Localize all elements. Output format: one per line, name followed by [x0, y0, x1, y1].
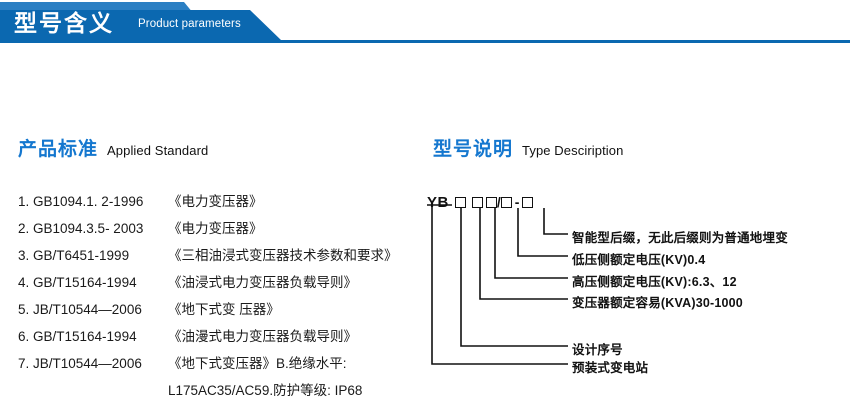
code-separator-slash: / [496, 194, 501, 210]
standard-code: 4. GB/T15164-1994 [18, 275, 137, 290]
code-box-lv-voltage [500, 196, 512, 208]
page-content: 产品标准 Applied Standard 1. GB1094.1. 2-1996… [0, 46, 850, 412]
type-description-heading-cn: 型号说明 [433, 139, 514, 160]
diagram-label-prefab-substation: 预装式变电站 [572, 361, 649, 375]
banner-underline-rule [0, 40, 850, 43]
standard-name: 《油漫式电力变压器负载导则》 [168, 329, 357, 344]
standard-code: 5. JB/T10544—2006 [18, 302, 142, 317]
banner-title: 型号含义 [14, 10, 114, 36]
standard-code: 6. GB/T15164-1994 [18, 329, 137, 344]
diagram-label-lv-voltage: 低压侧额定电压(KV)0.4 [572, 253, 706, 267]
model-code-string: YB / - [427, 192, 534, 212]
code-box-capacity-2 [485, 196, 497, 208]
list-item: 5. JB/T10544—2006 《地下式变 压器》 [18, 298, 428, 325]
leader-line-capacity [479, 208, 568, 300]
code-separator-dash: - [514, 194, 520, 210]
standard-code: 2. GB1094.3.5- 2003 [18, 221, 144, 236]
list-item: 6. GB/T15164-1994 《油漫式电力变压器负载导则》 [18, 325, 428, 352]
standard-code: 3. GB/T6451-1999 [18, 248, 130, 263]
standard-name: 《电力变压器》 [168, 221, 263, 236]
list-item-continuation: L175AC35/AC59.防护等级: IP68 [18, 379, 428, 406]
standard-code: 1. GB1094.1. 2-1996 [18, 194, 144, 209]
standard-name: L175AC35/AC59.防护等级: IP68 [168, 383, 363, 398]
list-item: 1. GB1094.1. 2-1996 《电力变压器》 [18, 190, 428, 217]
list-item: 3. GB/T6451-1999 《三相油浸式变压器技术参数和要求》 [18, 244, 428, 271]
page-header-banner: 型号含义 Product parameters [0, 0, 850, 46]
applied-standard-heading-en: Applied Standard [107, 143, 209, 158]
diagram-label-hv-voltage: 高压侧额定电压(KV):6.3、12 [572, 275, 737, 289]
list-item: 7. JB/T10544—2006 《地下式变压器》B.绝缘水平: [18, 352, 428, 379]
standard-name: 《地下式变压器》B.绝缘水平: [168, 356, 347, 371]
leader-line-design-serial [460, 208, 568, 347]
leader-line-lv-voltage [517, 208, 568, 257]
standard-name: 《地下式变 压器》 [168, 302, 280, 317]
type-description-heading: 型号说明 Type Desciription [433, 134, 623, 161]
banner-subtitle: Product parameters [138, 18, 241, 30]
code-box-capacity-1 [471, 196, 483, 208]
applied-standard-heading-cn: 产品标准 [18, 139, 99, 160]
list-item: 2. GB1094.3.5- 2003 《电力变压器》 [18, 217, 428, 244]
applied-standard-list: 1. GB1094.1. 2-1996 《电力变压器》 2. GB1094.3.… [18, 190, 428, 406]
leader-lines-svg [427, 204, 568, 365]
standard-name: 《油浸式电力变压器负载导则》 [168, 275, 357, 290]
code-box-smart-suffix [522, 196, 534, 208]
diagram-label-design-serial: 设计序号 [572, 343, 623, 357]
standard-name: 《三相油浸式变压器技术参数和要求》 [168, 248, 398, 263]
leader-line-smart-suffix [543, 208, 568, 235]
diagram-label-capacity: 变压器额定容易(KVA)30-1000 [572, 296, 743, 310]
diagram-label-smart-suffix: 智能型后缀，无此后缀则为普通地埋变 [572, 231, 788, 245]
applied-standard-heading: 产品标准 Applied Standard [18, 134, 208, 161]
code-box-design-serial [454, 196, 466, 208]
standard-name: 《电力变压器》 [168, 194, 263, 209]
standard-code: 7. JB/T10544—2006 [18, 356, 142, 371]
leader-line-hv-voltage [494, 208, 568, 279]
type-description-heading-en: Type Desciription [522, 143, 624, 158]
banner-shape-primary [0, 10, 282, 41]
leader-line-prefab-substation [431, 205, 568, 365]
model-code-diagram: YB / - [420, 186, 850, 386]
list-item: 4. GB/T15164-1994 《油浸式电力变压器负载导则》 [18, 271, 428, 298]
